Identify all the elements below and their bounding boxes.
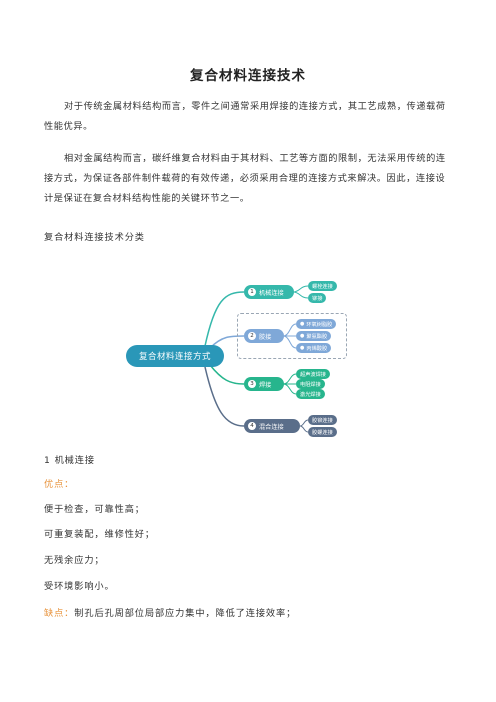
branch-number-badge: 1	[248, 288, 256, 296]
branch-node-mechanical: 1 机械连接	[244, 285, 294, 299]
branch-number-badge: 2	[248, 332, 256, 340]
connector-b4-l1	[299, 419, 309, 427]
leaf-node: 电阻焊接	[296, 379, 325, 389]
connector-root-branch4	[204, 366, 245, 427]
leaf-node: 激光焊接	[296, 389, 325, 399]
connector-b4-l2	[299, 425, 309, 433]
section-heading: 复合材料连接技术分类	[44, 232, 145, 243]
leaf-node: 螺栓连接	[308, 281, 337, 291]
branch-label: 机械连接	[259, 289, 284, 297]
branch-label: 混合连接	[259, 423, 284, 431]
body-paragraph: 相对金属结构而言，碳纤维复合材料由于其材料、工艺等方面的限制，无法采用传统的连接…	[44, 153, 446, 204]
bullet-icon: ●	[300, 321, 305, 327]
pros-item: 可重复装配，维修性好；	[44, 529, 155, 540]
connector-root-branch3	[209, 364, 245, 385]
connector-b1-l1	[292, 285, 309, 293]
leaf-node: 铆接	[308, 293, 327, 303]
pros-label: 优点：	[44, 479, 75, 490]
branch-node-adhesive: 2 胶接	[244, 329, 284, 343]
leaf-node: 胶铆连接	[308, 415, 337, 425]
page-title: 复合材料连接技术	[190, 68, 306, 84]
pros-item: 受环境影响小。	[44, 581, 115, 592]
branch-label: 焊接	[259, 381, 272, 389]
bullet-icon: ●	[300, 345, 305, 351]
cons-line: 缺点：制孔后孔周部位局部应力集中，降低了连接效率；	[44, 605, 296, 619]
branch-node-hybrid: 4 混合连接	[244, 419, 300, 433]
connector-b3-l3	[282, 383, 297, 395]
leaf-node: 超声波焊接	[296, 369, 330, 379]
mind-map-root-node: 复合材料连接方式	[126, 345, 224, 367]
leaf-node: ●丙烯酸胶	[296, 343, 332, 353]
leaf-node: ●环氧树脂胶	[296, 319, 337, 329]
connector-b3-l1	[282, 373, 297, 385]
subsection-heading: 1 机械连接	[44, 455, 95, 466]
bullet-icon: ●	[300, 333, 305, 339]
connector-b1-l2	[292, 291, 309, 299]
leaf-node: 胶螺连接	[308, 427, 337, 437]
leaf-node: ●聚氨酯胶	[296, 331, 332, 341]
connector-b2-l3	[282, 335, 297, 349]
pros-item: 无残余应力；	[44, 555, 105, 566]
mind-map-diagram: 复合材料连接方式 1 机械连接 螺栓连接 铆接 2 胶接 ●环氧树脂胶 ●聚氨酯…	[0, 270, 496, 445]
connector-root-branch1	[204, 291, 245, 347]
selection-box	[237, 313, 347, 359]
intro-paragraph: 对于传统金属材料结构而言，零件之间通常采用焊接的连接方式，其工艺成熟，传递载荷性…	[44, 101, 446, 132]
branch-number-badge: 3	[248, 380, 256, 388]
branch-node-welding: 3 焊接	[244, 377, 284, 391]
branch-number-badge: 4	[248, 422, 256, 430]
branch-label: 胶接	[259, 333, 272, 341]
cons-text: 制孔后孔周部位局部应力集中，降低了连接效率；	[74, 608, 297, 619]
cons-label: 缺点：	[44, 608, 75, 619]
pros-item: 便于检查，可靠性高；	[44, 504, 145, 515]
